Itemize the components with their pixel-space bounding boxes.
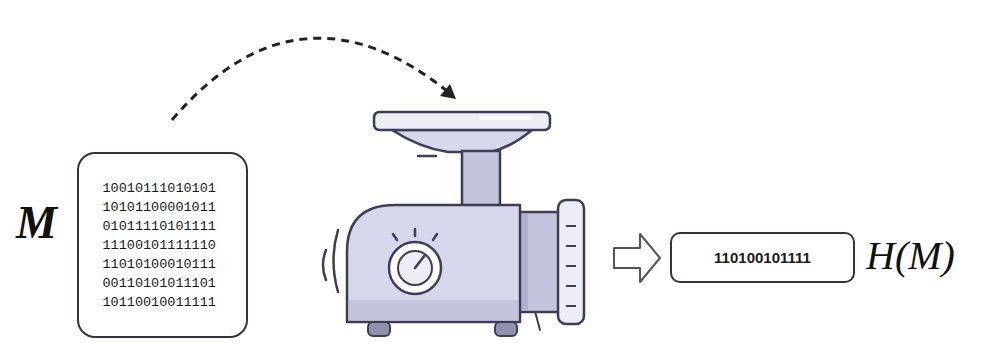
funnel-tray bbox=[374, 112, 550, 130]
funnel-bowl bbox=[392, 130, 532, 152]
plate-slot bbox=[566, 265, 576, 267]
grinder-foot bbox=[368, 322, 390, 336]
body-shade bbox=[349, 300, 518, 320]
grinder-barrel bbox=[516, 212, 560, 312]
plate-slot bbox=[566, 245, 576, 247]
plate-slot bbox=[566, 285, 576, 287]
dial-pointer bbox=[415, 255, 425, 268]
grinder-neck bbox=[462, 151, 500, 208]
dial-tick bbox=[393, 234, 397, 240]
plate-slot bbox=[566, 305, 576, 307]
hollow-arrow bbox=[614, 234, 660, 282]
dashed-curve-arrow bbox=[172, 38, 452, 120]
hash-box: 110100101111 bbox=[670, 232, 855, 283]
end-plate bbox=[558, 200, 584, 324]
hash-bits: 110100101111 bbox=[714, 249, 811, 266]
plate-slot bbox=[566, 225, 576, 227]
dial-tick bbox=[433, 234, 437, 240]
grinder-body bbox=[347, 205, 520, 322]
grinder-foot bbox=[495, 322, 517, 336]
motion-line bbox=[323, 250, 326, 280]
arrow-head bbox=[440, 84, 456, 99]
message-symbol: M bbox=[16, 196, 57, 249]
dial-tick bbox=[414, 229, 417, 236]
dial-inner bbox=[398, 251, 432, 285]
dial-knob bbox=[389, 242, 441, 294]
hash-symbol: H(M) bbox=[866, 232, 955, 279]
message-bits: 10010111010101 10101100001011 0101111010… bbox=[103, 179, 223, 312]
tray-highlight bbox=[480, 117, 530, 120]
message-box: 10010111010101 10101100001011 0101111010… bbox=[77, 152, 248, 338]
motion-line bbox=[334, 230, 339, 292]
motion-line bbox=[418, 155, 436, 158]
